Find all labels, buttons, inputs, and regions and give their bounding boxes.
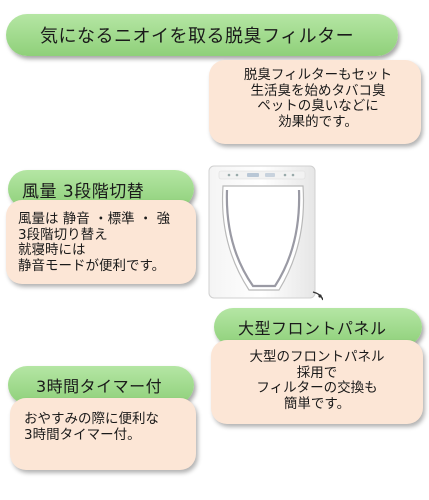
- feature-deodorizing-filter-title: 気になるニオイを取る脱臭フィルター: [6, 14, 398, 56]
- feature-front-panel-description: 大型のフロントパネル 採用で フィルターの交換も 簡単です。: [211, 340, 423, 424]
- feature-timer-title: 3時間タイマー付: [8, 366, 194, 404]
- feature-front-panel-title: 大型フロントパネル: [214, 308, 422, 346]
- air-purifier-image: [208, 165, 323, 301]
- feature-airflow-description: 風量は 静音 ・標準 ・ 強 3段階切り替え 就寝時には 静音モードが便利です。: [6, 200, 196, 284]
- feature-timer-description: おやすみの際に便利な 3時間タイマー付。: [10, 398, 196, 470]
- feature-deodorizing-filter-description: 脱臭フィルターもセット 生活臭を始めタバコ臭 ペットの臭いなどに 効果的です。: [209, 60, 421, 144]
